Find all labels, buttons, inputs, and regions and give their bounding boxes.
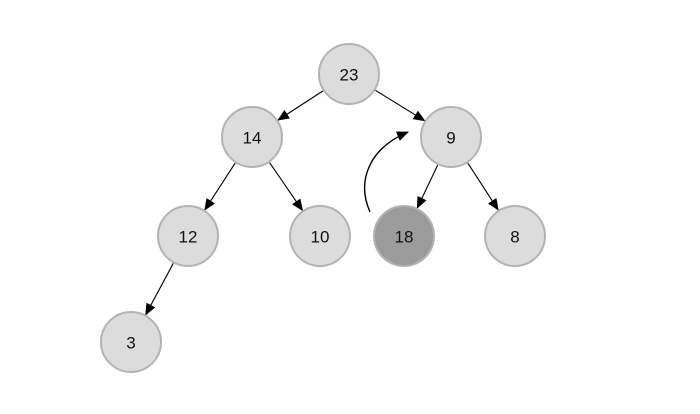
edge-n23-to-n9 bbox=[375, 89, 426, 122]
annotation-layer bbox=[364, 131, 409, 213]
tree-node-10: 10 bbox=[289, 205, 351, 267]
edge-n14-to-n12 bbox=[204, 162, 236, 211]
edge-n23-to-n14 bbox=[277, 90, 324, 121]
node-label: 12 bbox=[179, 228, 198, 247]
node-circle bbox=[221, 106, 283, 168]
node-circle bbox=[100, 311, 162, 373]
tree-node-8: 8 bbox=[484, 205, 546, 267]
edge-n14-to-n10 bbox=[269, 162, 304, 212]
node-label: 23 bbox=[340, 66, 359, 85]
nodes-layer: 23 14 9 12 10 18 8 3 bbox=[100, 43, 546, 373]
edge-n12-to-n3 bbox=[145, 263, 174, 316]
edge-n9-to-n8 bbox=[467, 162, 499, 211]
node-circle bbox=[289, 205, 351, 267]
node-label: 9 bbox=[446, 129, 455, 148]
tree-node-12: 12 bbox=[157, 205, 219, 267]
tree-node-14: 14 bbox=[221, 106, 283, 168]
node-label: 14 bbox=[243, 129, 262, 148]
tree-node-23: 23 bbox=[318, 43, 380, 105]
node-label: 3 bbox=[126, 334, 135, 353]
highlighted-node-circle bbox=[373, 205, 435, 267]
tree-node-9: 9 bbox=[420, 106, 482, 168]
node-label: 10 bbox=[311, 228, 330, 247]
tree-node-3: 3 bbox=[100, 311, 162, 373]
node-circle bbox=[484, 205, 546, 267]
tree-node-18: 18 bbox=[373, 205, 435, 267]
node-circle bbox=[318, 43, 380, 105]
node-label: 18 bbox=[395, 228, 414, 247]
node-circle bbox=[157, 205, 219, 267]
edge-n9-to-n18 bbox=[416, 164, 439, 209]
node-circle bbox=[420, 106, 482, 168]
edges-layer bbox=[145, 89, 499, 316]
node-label: 8 bbox=[510, 228, 519, 247]
sift-up-arrow bbox=[364, 131, 409, 213]
